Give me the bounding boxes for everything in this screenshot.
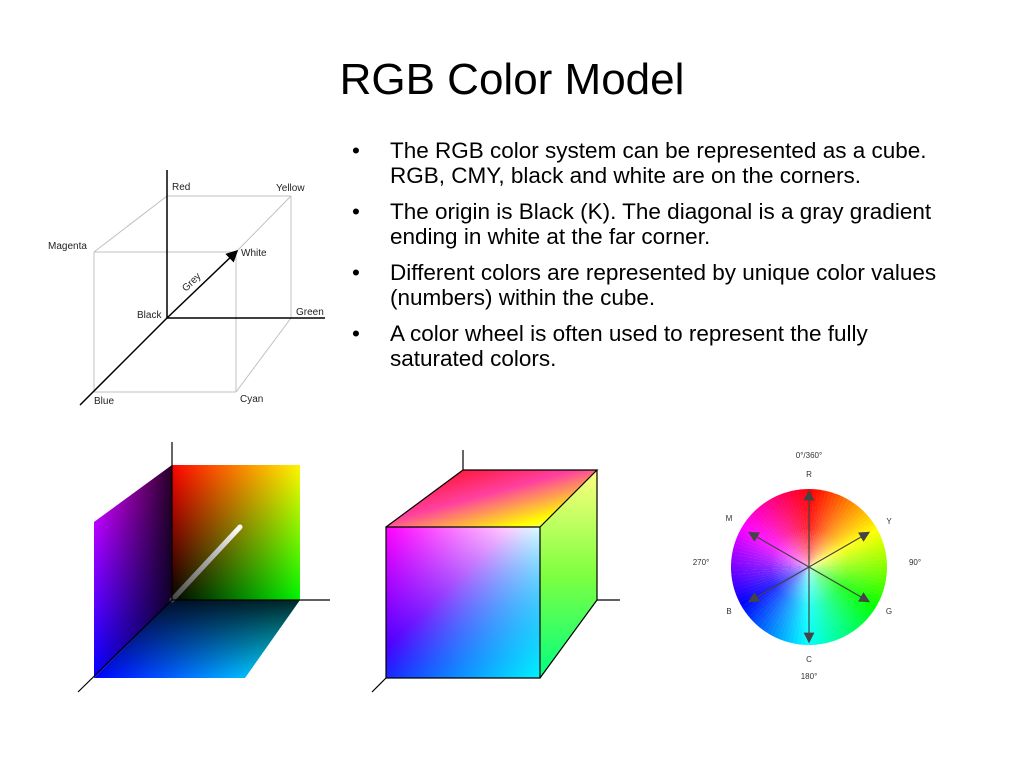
grey-diagonal-arrow bbox=[166, 249, 239, 319]
label-white: White bbox=[241, 248, 267, 259]
label-blue: Blue bbox=[94, 396, 114, 407]
arrow-m bbox=[747, 531, 810, 568]
label-top-angle: 0°/360° bbox=[796, 451, 822, 460]
label-y: Y bbox=[886, 517, 892, 526]
bullet-symbol: • bbox=[352, 321, 360, 346]
label-c: C bbox=[806, 655, 812, 664]
bullet-symbol: • bbox=[352, 199, 360, 224]
bottom-face-shade bbox=[94, 600, 300, 678]
label-m: M bbox=[726, 514, 733, 523]
label-bottom-angle: 180° bbox=[801, 672, 818, 681]
label-red: Red bbox=[172, 182, 190, 193]
bullet-item: • A color wheel is often used to represen… bbox=[352, 321, 952, 371]
label-left-angle: 270° bbox=[693, 558, 710, 567]
rgb-cube-solid-illustration bbox=[371, 450, 620, 693]
label-r: R bbox=[806, 470, 812, 479]
rgb-wire-cube-diagram: Red Yellow Magenta White Grey Black Gree… bbox=[48, 170, 325, 407]
label-black: Black bbox=[137, 310, 162, 321]
cube-solid-faces bbox=[386, 470, 597, 678]
bullet-item: • Different colors are represented by uni… bbox=[352, 260, 952, 310]
cube-edges bbox=[93, 195, 292, 393]
top-face bbox=[386, 470, 597, 527]
bullet-text: The origin is Black (K). The diagonal is… bbox=[390, 199, 932, 249]
label-green: Green bbox=[296, 307, 324, 318]
wheel-arrows bbox=[747, 489, 871, 644]
label-yellow: Yellow bbox=[276, 183, 305, 194]
cube-axes bbox=[79, 170, 325, 406]
arrow-g bbox=[808, 566, 871, 603]
label-magenta: Magenta bbox=[48, 241, 87, 252]
bullet-item: • The RGB color system can be represented… bbox=[352, 138, 952, 188]
blue-axis bbox=[79, 317, 168, 406]
label-g: G bbox=[886, 607, 892, 616]
bullet-text: The RGB color system can be represented … bbox=[390, 138, 927, 188]
label-grey: Grey bbox=[180, 271, 203, 294]
color-wheel-diagram: 0°/360° R Y M 270° 90° B G C 180° bbox=[693, 451, 921, 681]
label-cyan: Cyan bbox=[240, 394, 263, 405]
right-face bbox=[540, 470, 597, 678]
bullet-item: • The origin is Black (K). The diagonal i… bbox=[352, 199, 952, 249]
label-b: B bbox=[726, 607, 731, 616]
page-title: RGB Color Model bbox=[339, 55, 685, 104]
blue-axis bbox=[371, 677, 387, 693]
bullet-text: Different colors are represented by uniq… bbox=[390, 260, 937, 310]
cube-edge bbox=[235, 195, 292, 253]
arrow-b bbox=[747, 566, 810, 603]
cube-edge bbox=[93, 195, 168, 253]
top-edges bbox=[385, 469, 599, 528]
rgb-cube-interior-illustration bbox=[77, 442, 330, 693]
bullet-symbol: • bbox=[352, 260, 360, 285]
bullet-list: • The RGB color system can be represented… bbox=[352, 138, 952, 382]
left-face-shade bbox=[94, 465, 172, 678]
blue-axis bbox=[77, 599, 173, 693]
gray-diagonal bbox=[169, 524, 243, 603]
right-edges bbox=[539, 470, 598, 679]
bullet-text: A color wheel is often used to represent… bbox=[390, 321, 868, 371]
bullet-symbol: • bbox=[352, 138, 360, 163]
label-right-angle: 90° bbox=[909, 558, 921, 567]
arrow-y bbox=[808, 531, 871, 568]
front-face-cyan bbox=[386, 527, 540, 678]
cube-edge bbox=[235, 317, 292, 393]
